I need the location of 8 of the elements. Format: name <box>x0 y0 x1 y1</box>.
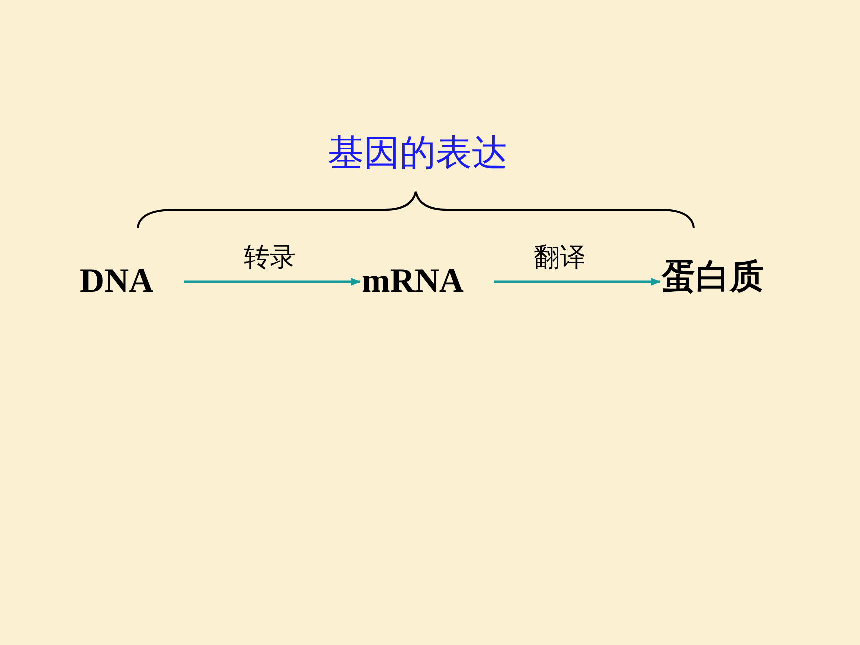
term-label: DNA <box>80 262 154 302</box>
edge-label: 翻译 <box>532 243 588 273</box>
arrow <box>184 278 361 286</box>
edge-label: 转录 <box>242 243 298 273</box>
term-label: mRNA <box>362 262 464 302</box>
arrow <box>494 278 661 286</box>
title: 基因的表达 <box>328 133 508 175</box>
term-label: 蛋白质 <box>662 258 764 298</box>
